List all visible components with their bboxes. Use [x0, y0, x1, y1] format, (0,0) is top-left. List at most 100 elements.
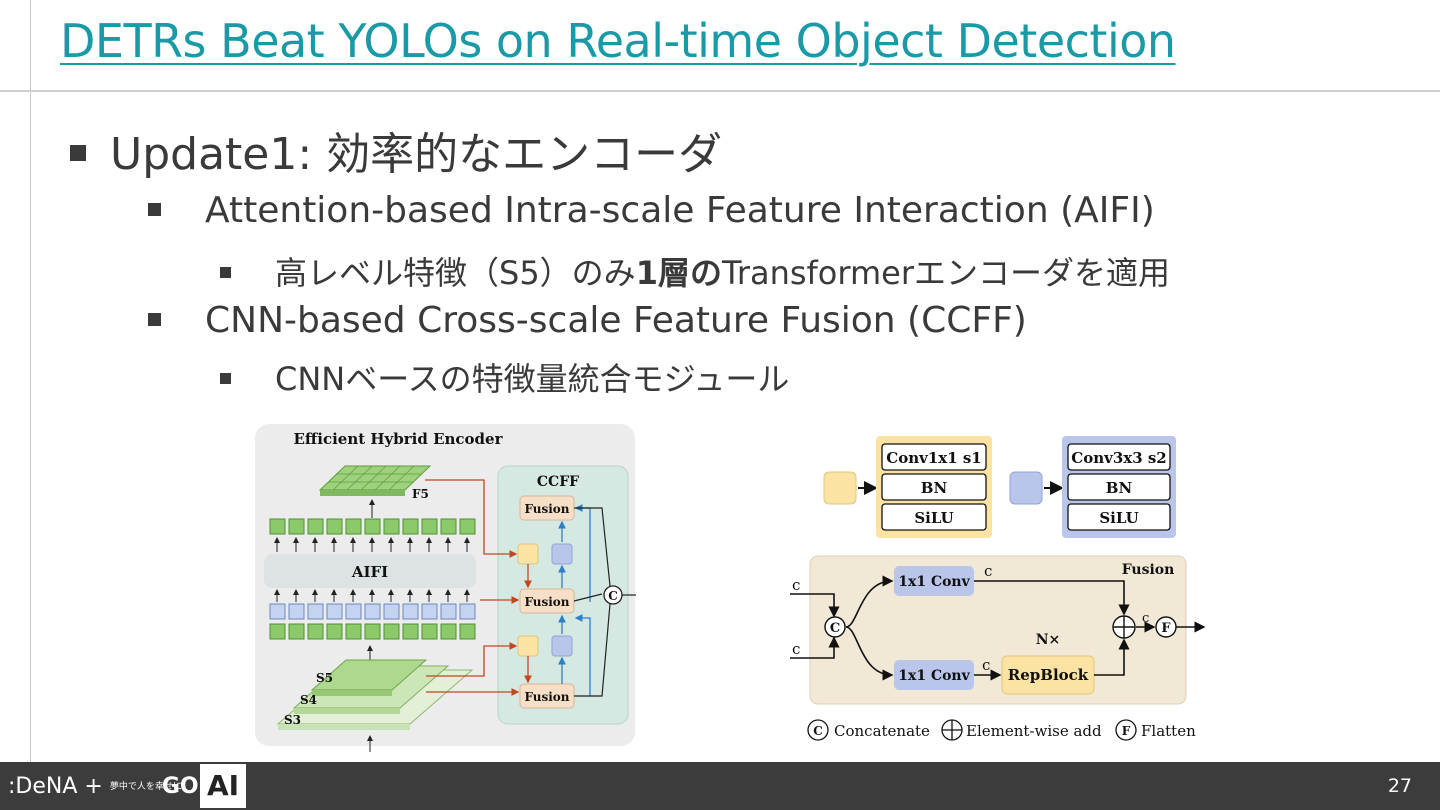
ccff-conv1-block: [517, 543, 539, 565]
fusion-node-bottom: Fusion: [519, 683, 575, 709]
silu-label-2: SiLU: [1099, 509, 1138, 527]
token-cell: [402, 518, 419, 535]
token-cell: [326, 603, 343, 620]
token-cell: [307, 603, 324, 620]
legend-concat-symbol: C: [813, 724, 823, 738]
footer-bar: :DeNA + 夢中で人を幸せに。GO AI 27: [0, 762, 1440, 810]
aifi-sub-text-pre: 高レベル特徴（S5）のみ: [275, 254, 636, 292]
aifi-sub-text-bold: 1層の: [635, 254, 722, 292]
concat-symbol-right: C: [830, 621, 840, 636]
logo-go-text: GO: [161, 774, 199, 799]
bullet-square-icon: [220, 372, 231, 384]
add-icon: [1112, 615, 1136, 639]
svg-text:Fusion: Fusion: [524, 502, 569, 516]
token-cell: [307, 518, 324, 535]
left-vertical-rule: [30, 0, 31, 762]
flatten-icon: [1155, 616, 1177, 638]
bullet-aifi: Attention-based Intra-scale Feature Inte…: [148, 190, 1155, 231]
svg-text:Fusion: Fusion: [524, 595, 569, 609]
token-arrows-top: [274, 537, 470, 552]
fusion-node-mid: Fusion: [519, 588, 575, 614]
legend-concat-text: Concatenate: [834, 722, 930, 740]
s3-label: S3: [284, 713, 301, 727]
token-cell: [383, 518, 400, 535]
bullet-ccff-sub: CNNベースの特徴量統合モジュール: [220, 354, 789, 400]
token-cell: [288, 518, 305, 535]
token-cell: [269, 623, 286, 640]
token-cell: [326, 518, 343, 535]
bullet-square-icon: [220, 266, 231, 278]
token-cell: [269, 518, 286, 535]
fusion-detail-figure: Conv1x1 s1 BN SiLU Conv3x3 s2 BN SiLU Fu…: [790, 436, 1206, 741]
bullet-square-icon: [148, 202, 161, 216]
ccff-conv3-block: [551, 543, 573, 565]
repblock-label: RepBlock: [1008, 666, 1089, 684]
legend-concat-icon: [807, 719, 829, 741]
s5-label: S5: [316, 671, 333, 685]
silu-label-1: SiLU: [914, 509, 953, 527]
token-row-top: [269, 518, 476, 535]
token-cell: [345, 623, 362, 640]
token-cell: [459, 603, 476, 620]
c-label-top: c: [984, 562, 992, 580]
c-label-bottom: c: [982, 656, 990, 674]
title-divider: [0, 90, 1440, 92]
concat-icon: [603, 585, 623, 605]
legend-add-icon: [941, 719, 963, 741]
ccff-conv3-block-2: [551, 635, 573, 657]
flatten-symbol: F: [1161, 621, 1171, 636]
yellow-conv-swatch: [823, 471, 857, 505]
fusion-title: Fusion: [1122, 562, 1175, 578]
legend-flatten-text: Flatten: [1141, 722, 1196, 740]
dena-go-logo: :DeNA + 夢中で人を幸せに。GO: [8, 774, 199, 799]
token-cell: [269, 603, 286, 620]
token-cell: [440, 623, 457, 640]
slide-title: DETRs Beat YOLOs on Real-time Object Det…: [60, 14, 1176, 68]
bullet-aifi-text: Attention-based Intra-scale Feature Inte…: [205, 190, 1155, 231]
token-cell: [345, 603, 362, 620]
token-arrows-mid: [274, 589, 470, 602]
token-cell: [459, 518, 476, 535]
token-cell: [421, 623, 438, 640]
aifi-sub-text-post: Transformerエンコーダを適用: [721, 254, 1170, 292]
logo-tagline: 夢中で人を幸せに。: [109, 782, 191, 792]
token-cell: [364, 518, 381, 535]
fusion-node-top: Fusion: [519, 495, 575, 521]
c-label-in2: c: [792, 640, 800, 658]
conv1x1-label: Conv1x1 s1: [886, 449, 982, 467]
token-cell: [459, 623, 476, 640]
logo-dena-text: :DeNA +: [8, 774, 110, 799]
bn-label-2: BN: [1106, 479, 1133, 497]
f5-label: F5: [412, 487, 429, 501]
repeat-label: N×: [1036, 632, 1061, 648]
c-label-in1: c: [792, 576, 800, 594]
token-cell: [383, 623, 400, 640]
s4-label: S4: [300, 693, 317, 707]
svg-text:Fusion: Fusion: [524, 690, 569, 704]
token-cell: [402, 603, 419, 620]
token-cell: [402, 623, 419, 640]
backbone-feature-stack: [276, 659, 474, 730]
ai-badge: AI: [200, 764, 246, 808]
token-cell: [364, 623, 381, 640]
conv-b-label: 1x1 Conv: [898, 668, 970, 684]
bn-label-1: BN: [921, 479, 948, 497]
blue-conv-swatch: [1009, 471, 1043, 505]
token-cell: [326, 623, 343, 640]
bullet-level1-text: Update1: 効率的なエンコーダ: [110, 129, 723, 180]
token-cell: [307, 623, 324, 640]
aifi-label: AIFI: [351, 563, 388, 581]
f5-feature-grid: [318, 465, 432, 496]
bullet-aifi-sub: 高レベル特徴（S5）のみ1層のTransformerエンコーダを適用: [220, 248, 1170, 294]
bullet-ccff-text: CNN-based Cross-scale Feature Fusion (CC…: [205, 300, 1027, 341]
token-cell: [421, 603, 438, 620]
conv3x3-label: Conv3x3 s2: [1071, 449, 1167, 467]
bullet-square-icon: [70, 145, 86, 161]
ccff-label: CCFF: [537, 474, 579, 490]
encoder-title: Efficient Hybrid Encoder: [294, 430, 504, 448]
token-cell: [345, 518, 362, 535]
token-row-bottom: [269, 623, 476, 640]
page-number: 27: [1387, 775, 1412, 797]
ccff-conv1-block-2: [517, 635, 539, 657]
hybrid-encoder-figure: Efficient Hybrid Encoder F5 AIFI S5 S4 S…: [255, 424, 636, 752]
